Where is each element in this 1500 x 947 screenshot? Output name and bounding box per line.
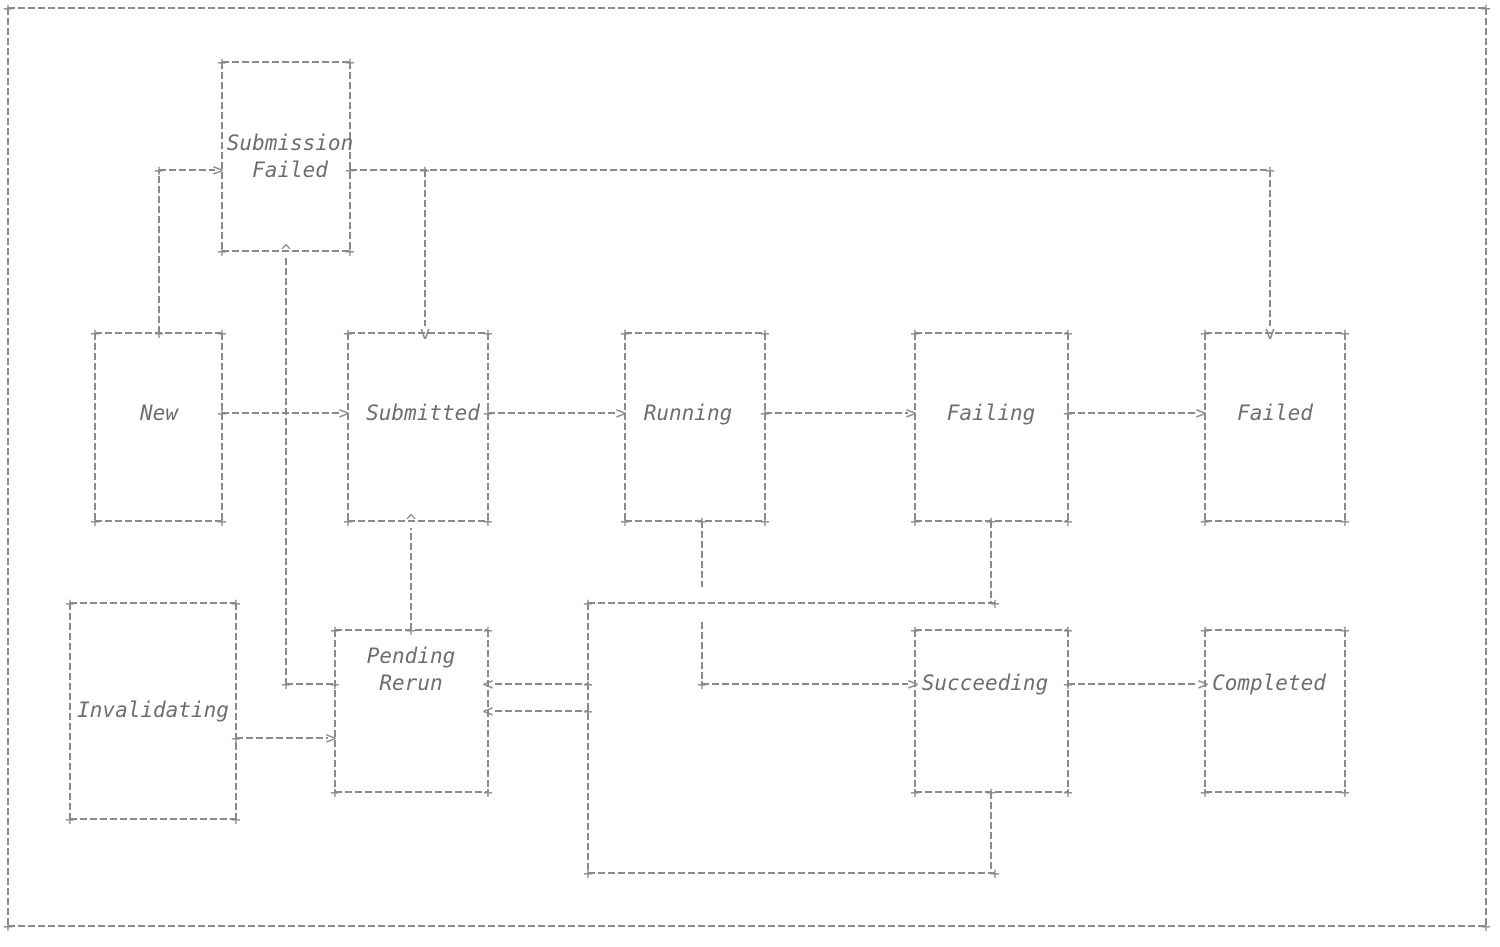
state-label-submission-failed: Submission [227,131,353,155]
junction-plus: + [910,783,920,802]
junction-plus: + [986,783,996,802]
arrowhead-right: > [339,403,350,424]
junction-plus: + [217,404,227,423]
junction-plus: + [217,242,227,261]
junction-plus: + [330,783,340,802]
state-label-succeeding: Succeeding [922,671,1048,695]
junction-plus: + [1063,783,1073,802]
arrowhead-left: < [483,674,494,695]
junction-plus: + [483,783,493,802]
state-label-submission-failed: Failed [252,158,328,182]
junction-plus: + [910,512,920,531]
arrowhead-right: > [906,403,917,424]
junction-plus: + [910,324,920,343]
junction-plus: + [1200,512,1210,531]
junction-plus: + [620,512,630,531]
junction-plus: + [990,864,1000,883]
junction-plus: + [583,594,593,613]
junction-plus: + [330,621,340,640]
junction-plus: + [483,512,493,531]
arrowhead-down: v [1265,323,1276,344]
junction-plus: + [1063,512,1073,531]
junction-plus: + [760,324,770,343]
junction-plus: + [1200,324,1210,343]
state-label-pending-rerun: Pending [367,644,456,668]
junction-plus: + [1063,621,1073,640]
arrowhead-right: > [616,403,627,424]
junction-plus: + [1063,404,1073,423]
arrowhead-left: < [483,701,494,722]
junction-plus: + [217,53,227,72]
junction-plus: + [343,512,353,531]
junction-plus: + [583,864,593,883]
arrowhead-right: > [1196,403,1207,424]
state-label-submitted: Submitted [366,401,480,425]
junction-plus: + [345,242,355,261]
junction-plus: + [1265,161,1275,180]
junction-plus: + [1481,0,1491,18]
junction-plus: + [1340,621,1350,640]
junction-plus: + [231,810,241,829]
junction-plus: + [343,324,353,343]
arrowheads: > v v ^ > > > > ^ > < < > > [213,160,1276,749]
junction-plus: + [697,512,707,531]
junction-plus: + [620,324,630,343]
junction-plus: + [406,621,416,640]
junction-plus: + [697,675,707,694]
junction-plus: + [483,404,493,423]
state-label-new: New [139,401,179,425]
state-label-invalidating: Invalidating [77,698,229,722]
junction-marks: + + + + + + + + + + + + + + + + + + + + + + + + + + + + + + + + + + + + + + + +… [3,0,1491,936]
junction-plus: + [231,594,241,613]
arrowhead-up: ^ [406,511,417,532]
arrowhead-right: > [1198,674,1209,695]
junction-plus: + [3,917,13,936]
junction-plus: + [1340,783,1350,802]
junction-plus: + [154,161,164,180]
arrowhead-right: > [908,674,919,695]
junction-plus: + [330,675,340,694]
junction-plus: + [345,53,355,72]
junction-plus: + [483,324,493,343]
junction-plus: + [90,324,100,343]
junction-plus: + [583,675,593,694]
state-label-failed: Failed [1237,401,1313,425]
junction-plus: + [986,512,996,531]
junction-plus: + [583,702,593,721]
junction-plus: + [154,324,164,343]
junction-plus: + [1063,324,1073,343]
state-label-completed: Completed [1212,671,1326,695]
junction-plus: + [1340,324,1350,343]
junction-plus: + [910,621,920,640]
junction-plus: + [1481,917,1491,936]
junction-plus: + [65,810,75,829]
junction-plus: + [760,404,770,423]
junction-plus: + [281,675,291,694]
junction-plus: + [990,594,1000,613]
arrowhead-down: v [420,323,431,344]
junction-plus: + [483,621,493,640]
state-label-running: Running [644,401,733,425]
arrowhead-right: > [213,160,224,181]
arrowhead-up: ^ [281,241,292,262]
state-label-pending-rerun: Rerun [379,671,442,695]
arrowhead-right: > [326,728,337,749]
junction-plus: + [217,512,227,531]
junction-plus: + [1063,675,1073,694]
junction-plus: + [3,0,13,18]
junction-plus: + [345,161,355,180]
state-label-failing: Failing [947,401,1036,425]
junction-plus: + [217,324,227,343]
junction-plus: + [231,729,241,748]
junction-plus: + [65,594,75,613]
connector-lines [7,7,1487,927]
junction-plus: + [90,512,100,531]
junction-plus: + [420,161,430,180]
junction-plus: + [1200,783,1210,802]
junction-plus: + [1200,621,1210,640]
junction-plus: + [760,512,770,531]
junction-plus: + [1340,512,1350,531]
